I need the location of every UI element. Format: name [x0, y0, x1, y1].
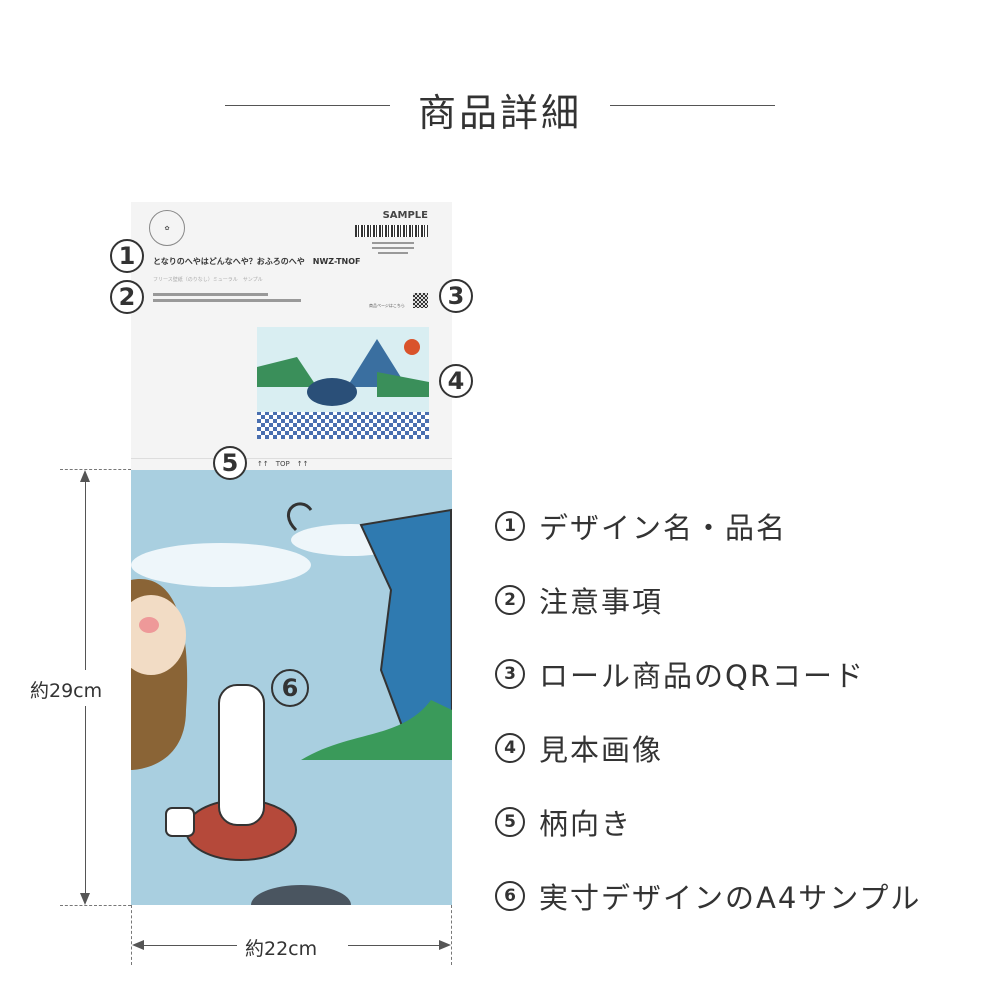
page-title: 商品詳細 — [417, 91, 582, 135]
height-dimension-label: 約29cm — [30, 680, 103, 702]
product-name: となりのへやはどんなへや？おふろのへや NWZ-TNOF — [153, 257, 361, 266]
sample-sheet: ✿ SAMPLE となりのへやはどんなへや？おふろのへや NWZ-TNOF フリ… — [131, 202, 452, 905]
title-divider-left — [225, 105, 390, 106]
preview-image — [257, 327, 429, 439]
qr-code — [413, 293, 428, 308]
callout-4: 4 — [439, 364, 473, 398]
brand-logo: ✿ — [149, 210, 185, 246]
title-divider-right — [610, 105, 775, 106]
callout-5: 5 — [213, 446, 247, 480]
callout-2: 2 — [110, 280, 144, 314]
qr-caption: 商品ページはこちら — [369, 303, 405, 308]
barcode — [355, 225, 428, 237]
callout-1: 1 — [110, 239, 144, 273]
width-dimension-label: 約22cm — [245, 938, 318, 960]
sample-label: SAMPLE — [382, 210, 428, 221]
top-orientation-label: ↑↑ TOP ↑↑ — [257, 460, 309, 468]
callout-6: 6 — [271, 669, 309, 707]
full-size-design-sample — [131, 470, 452, 905]
product-subtitle: フリース壁紙（のりなし）ミューラル サンプル — [153, 277, 263, 283]
callout-3: 3 — [439, 279, 473, 313]
